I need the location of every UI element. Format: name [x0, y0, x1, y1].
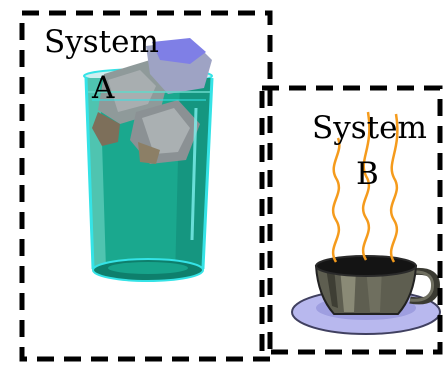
system-b-label: System: [312, 110, 427, 146]
system-a-label: System: [44, 24, 159, 60]
system-a-letter: A: [91, 70, 115, 106]
system-b-letter: B: [356, 156, 379, 192]
